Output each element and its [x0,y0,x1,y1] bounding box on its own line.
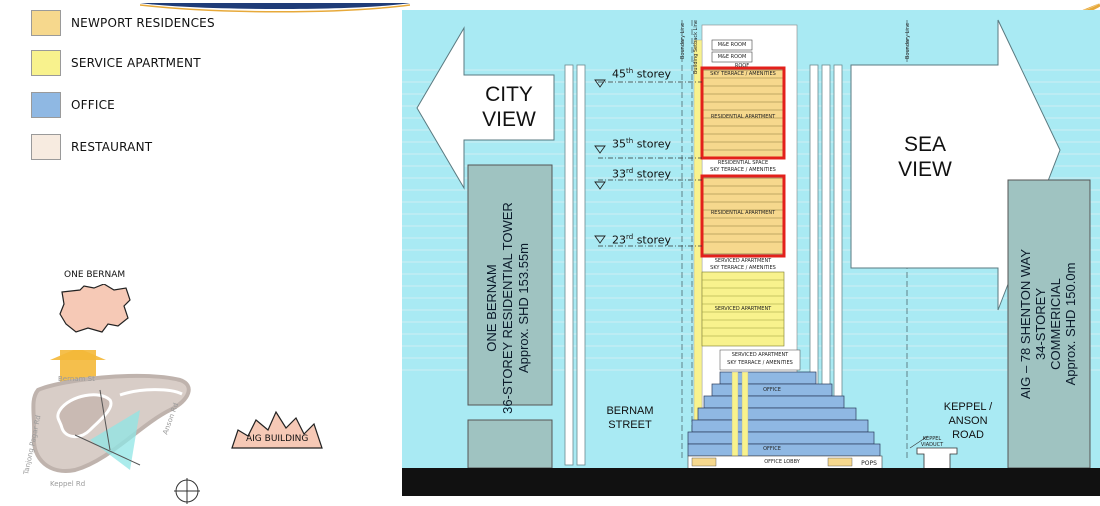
sea-view-line1: SEA [903,133,947,156]
sky-terrace-mid-label: SKY TERRACE / AMENITIES [710,167,776,173]
sky-terrace-lower-label: SKY TERRACE / AMENITIES [710,265,776,271]
section-drawing [402,10,1100,496]
storey-45-word: storey [636,67,672,81]
storey-35-num: 35 [612,137,626,151]
sky-terrace-top-label: SKY TERRACE / AMENITIES [710,71,776,77]
aig-footprint [231,410,323,449]
serviced-apartment-mid-label: SERVICED APARTMENT [714,306,772,312]
mande-room-label-2: M&E ROOM [717,54,747,60]
storey-33-suffix: rd [626,167,634,175]
aig-line3: COMMERICIAL [1048,278,1063,370]
aig-tower-label: AIG – 78 SHENTON WAY 34-STOREY COMMERICI… [1008,180,1090,468]
storey-35-word: storey [636,137,672,151]
one-bernam-tower-label: ONE BERNAM 36-STOREY RESIDENTIAL TOWER A… [468,188,552,428]
serviced-apartment-low-label: SERVICED APARTMENT [731,352,789,358]
storey-33-word: storey [636,167,672,181]
keppel-anson-line3: ROAD [952,429,984,441]
office-lower-label: OFFICE [763,446,781,452]
one-bernam-line2: 36-STOREY RESIDENTIAL TOWER [500,202,515,414]
aig-line2: 34-STOREY [1033,288,1048,361]
aig-line4: Approx. SHD 150.0m [1063,262,1078,386]
boundary-line-right-label: Boundary Line [905,22,911,60]
one-bernam-line1: ONE BERNAM [484,264,499,352]
aig-line1: AIG – 78 SHENTON WAY [1018,248,1033,400]
city-view-line1: CITY [485,83,533,106]
keppel-viaduct-label: KEPPEL VIADUCT [920,436,944,448]
road-keppel: Keppel Rd [50,480,85,488]
site-map-graphic: Bernam St Anson Rd Keppel Rd Tanjong Pag… [22,350,191,488]
bernam-street-line2: STREET [608,419,652,431]
mande-room-label-1: M&E ROOM [717,42,747,48]
storey-33-num: 33 [612,167,626,181]
legend-label-office: OFFICE [71,98,115,112]
city-view-label: CITY VIEW [464,82,554,132]
legend-swatch-newport [31,10,61,36]
storey-23-label: 23rd storey [612,233,671,247]
legend-label-service: SERVICE APARTMENT [71,56,201,70]
north-point-icon [174,478,200,504]
office-upper-label: OFFICE [763,387,781,393]
keppel-anson-line2: ANSON [948,415,988,427]
storey-35-suffix: th [626,137,634,145]
storey-45-suffix: th [626,67,634,75]
keppel-anson-label: KEPPEL / ANSON ROAD [936,400,1000,442]
storey-35-label: 35th storey [612,137,671,151]
roof-label: ROOF [734,63,750,69]
bernam-street-label: BERNAM STREET [598,404,662,432]
sea-view-line2: VIEW [898,158,952,181]
residential-apartment-lower-label: RESIDENTIAL APARTMENT [710,210,776,216]
residential-space-label: RESIDENTIAL SPACE [717,160,769,166]
aig-building-label: AIG BUILDING [246,434,309,444]
legend-swatch-office [31,92,61,118]
header-ribbon [139,0,411,13]
legend-swatch-restaurant [31,134,61,160]
legend-label-restaurant: RESTAURANT [71,140,153,154]
section-diagram: CITY VIEW SEA VIEW ONE BERNAM 36-STOREY … [402,10,1100,496]
serviced-apartment-upper-label: SERVICED APARTMENT [714,258,772,264]
storey-23-word: storey [636,233,672,247]
keppel-anson-line1: KEPPEL / [943,401,993,413]
storey-33-label: 33rd storey [612,167,671,181]
legend-label-newport: NEWPORT RESIDENCES [71,16,215,30]
sea-view-label: SEA VIEW [892,132,958,182]
sky-terrace-podium-label: SKY TERRACE / AMENITIES [727,360,793,366]
one-bernam-label: ONE BERNAM [64,270,126,280]
storey-23-num: 23 [612,233,626,247]
city-view-line2: VIEW [482,108,536,131]
bernam-street-line1: BERNAM [606,405,654,417]
one-bernam-footprint [59,284,131,333]
setback-line-label: Building Setback Line [693,20,699,74]
legend-swatch-service [31,50,61,76]
pops-label: POPS [861,460,877,467]
storey-45-label: 45th storey [612,67,671,81]
office-lobby-label: OFFICE LOBBY [764,459,800,465]
one-bernam-line3: Approx. SHD 153.55m [516,242,531,374]
boundary-line-left-label: Boundary Line [680,22,686,60]
storey-45-num: 45 [612,67,626,81]
residential-apartment-upper-label: RESIDENTIAL APARTMENT [710,114,776,120]
road-bernam: Bernam St [58,375,95,383]
storey-23-suffix: rd [626,233,634,241]
corner-accent [1080,0,1100,14]
